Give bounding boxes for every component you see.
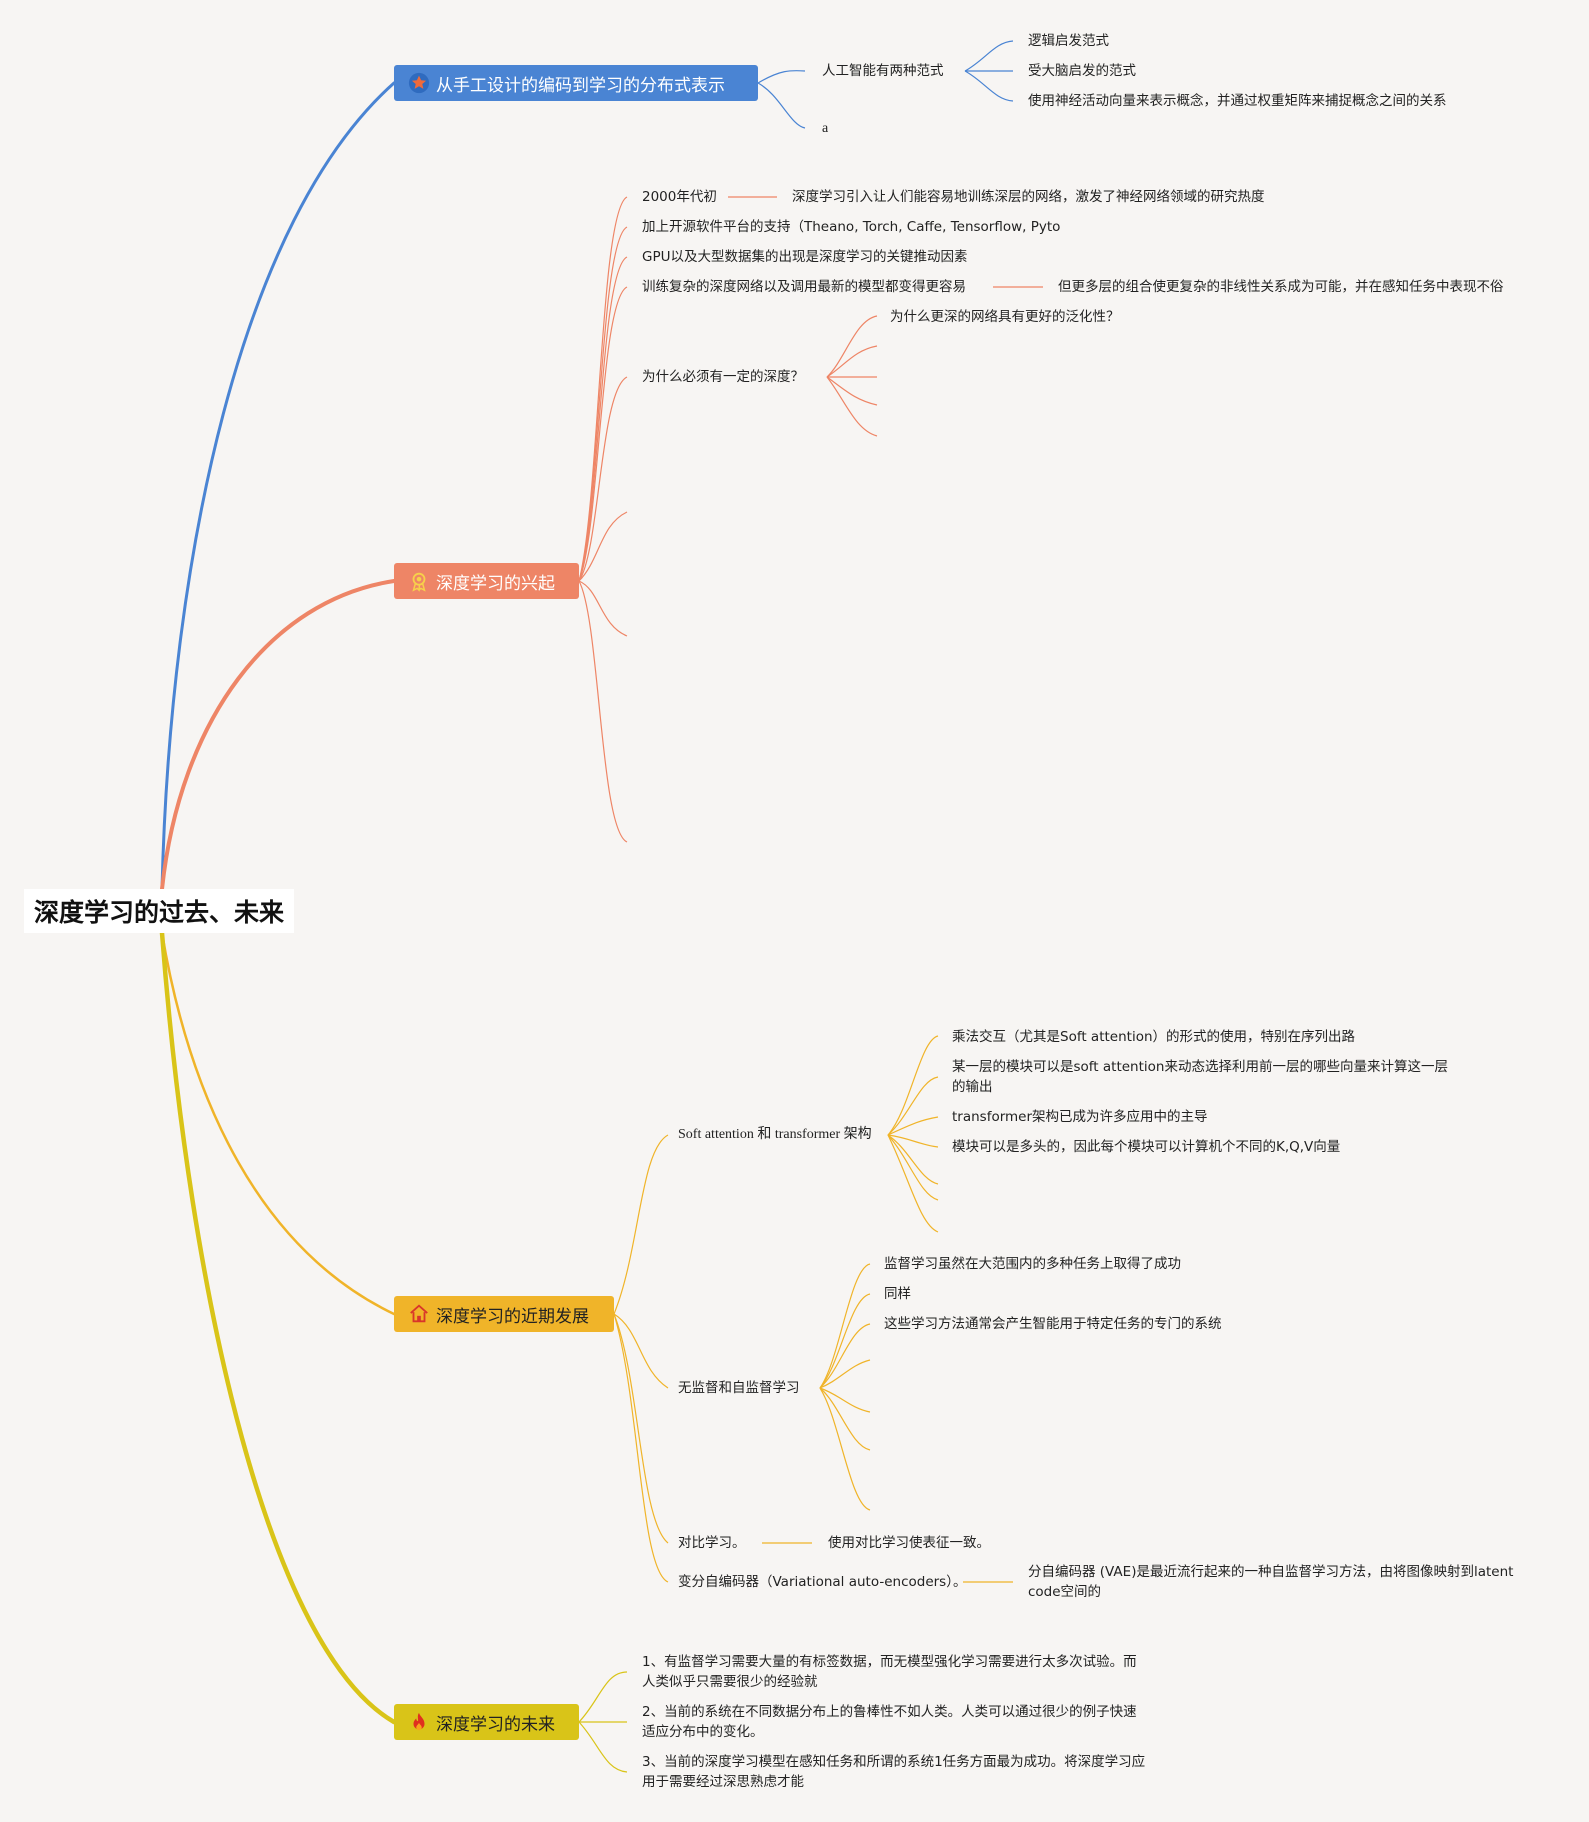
node-vae[interactable]: 变分自编码器（Variational auto-encoders）。 xyxy=(678,1574,967,1590)
node-ai-paradigms[interactable]: 人工智能有两种范式 xyxy=(822,63,944,79)
node-why-deeper-generalizes[interactable]: 为什么更深的网络具有更好的泛化性？ xyxy=(890,309,1120,325)
node-supervised-success[interactable]: 监督学习虽然在大范围内的多种任务上取得了成功 xyxy=(884,1256,1181,1272)
branch-label: 深度学习的兴起 xyxy=(436,573,555,594)
node-gpu-datasets[interactable]: GPU以及大型数据集的出现是深度学习的关键推动因素 xyxy=(642,249,968,265)
link-root-b3 xyxy=(160,931,396,1316)
node-soft-attention[interactable]: Soft attention 和 transformer 架构 xyxy=(678,1127,872,1142)
node-soft-attention-layer[interactable]: 某一层的模块可以是soft attention来动态选择利用前一层的哪些向量来计… xyxy=(952,1059,1448,1095)
root-topic[interactable]: 深度学习的过去、未来 xyxy=(24,889,294,933)
branch-rise-of-deep-learning[interactable]: 深度学习的兴起 xyxy=(394,563,579,599)
node-specialized-systems[interactable]: 这些学习方法通常会产生智能用于特定任务的专门的系统 xyxy=(884,1316,1222,1332)
node-multi-head[interactable]: 模块可以是多头的，因此每个模块可以计算机个不同的K,Q,V向量 xyxy=(952,1139,1341,1155)
link-root-b1 xyxy=(160,81,396,891)
star-icon xyxy=(408,72,430,94)
node-a[interactable]: a xyxy=(822,121,829,136)
branch-label: 深度学习的未来 xyxy=(436,1714,555,1735)
node-brain-paradigm[interactable]: 受大脑启发的范式 xyxy=(1028,63,1136,79)
link-root-b2 xyxy=(160,579,396,891)
branch-label: 深度学习的近期发展 xyxy=(436,1306,589,1327)
node-neural-vectors[interactable]: 使用神经活动向量来表示概念，并通过权重矩阵来捕捉概念之间的关系 xyxy=(1028,93,1447,109)
node-easier-training[interactable]: 训练复杂的深度网络以及调用最新的模型都变得更容易 xyxy=(642,279,966,295)
note-vae[interactable]: 分自编码器 (VAE)是最近流行起来的一种自监督学习方法，由将图像映射到late… xyxy=(1028,1564,1514,1600)
node-early-2000s[interactable]: 2000年代初 xyxy=(642,189,717,205)
node-open-source-platforms[interactable]: 加上开源软件平台的支持（Theano, Torch, Caffe, Tensor… xyxy=(642,219,1061,235)
node-self-supervised[interactable]: 无监督和自监督学习 xyxy=(678,1380,800,1396)
node-contrastive-learning[interactable]: 对比学习。 xyxy=(678,1535,746,1551)
node-future-data-needs[interactable]: 1、有监督学习需要大量的有标签数据，而无模型强化学习需要进行太多次试验。而人类似… xyxy=(642,1654,1137,1690)
home-icon xyxy=(410,1304,428,1323)
node-transformer-dominant[interactable]: transformer架构已成为许多应用中的主导 xyxy=(952,1109,1208,1125)
branch-future[interactable]: 深度学习的未来 xyxy=(394,1704,579,1740)
node-future-robustness[interactable]: 2、当前的系统在不同数据分布上的鲁棒性不如人类。人类可以通过很少的例子快速适应分… xyxy=(642,1704,1137,1740)
node-why-depth[interactable]: 为什么必须有一定的深度？ xyxy=(642,369,804,385)
note-early-2000s[interactable]: 深度学习引入让人们能容易地训练深层的网络，激发了神经网络领域的研究热度 xyxy=(792,189,1265,205)
node-logic-paradigm[interactable]: 逻辑启发范式 xyxy=(1028,33,1109,49)
node-future-system1[interactable]: 3、当前的深度学习模型在感知任务和所谓的系统1任务方面最为成功。将深度学习应用于… xyxy=(642,1754,1146,1790)
note-contrastive-learning[interactable]: 使用对比学习使表征一致。 xyxy=(828,1535,990,1551)
link-root-b4 xyxy=(159,930,397,1725)
branch-distributed-representation[interactable]: 从手工设计的编码到学习的分布式表示 xyxy=(394,65,758,101)
fire-icon xyxy=(413,1712,425,1731)
note-easier-training[interactable]: 但更多层的组合使更复杂的非线性关系成为可能，并在感知任务中表现不俗 xyxy=(1058,279,1504,295)
node-multiplicative-interaction[interactable]: 乘法交互（尤其是Soft attention）的形式的使用，特别在序列出路 xyxy=(952,1029,1356,1045)
node-likewise[interactable]: 同样 xyxy=(884,1286,911,1302)
medal-icon xyxy=(412,572,426,592)
branch-recent-developments[interactable]: 深度学习的近期发展 xyxy=(394,1296,614,1332)
branch-label: 从手工设计的编码到学习的分布式表示 xyxy=(436,75,725,96)
